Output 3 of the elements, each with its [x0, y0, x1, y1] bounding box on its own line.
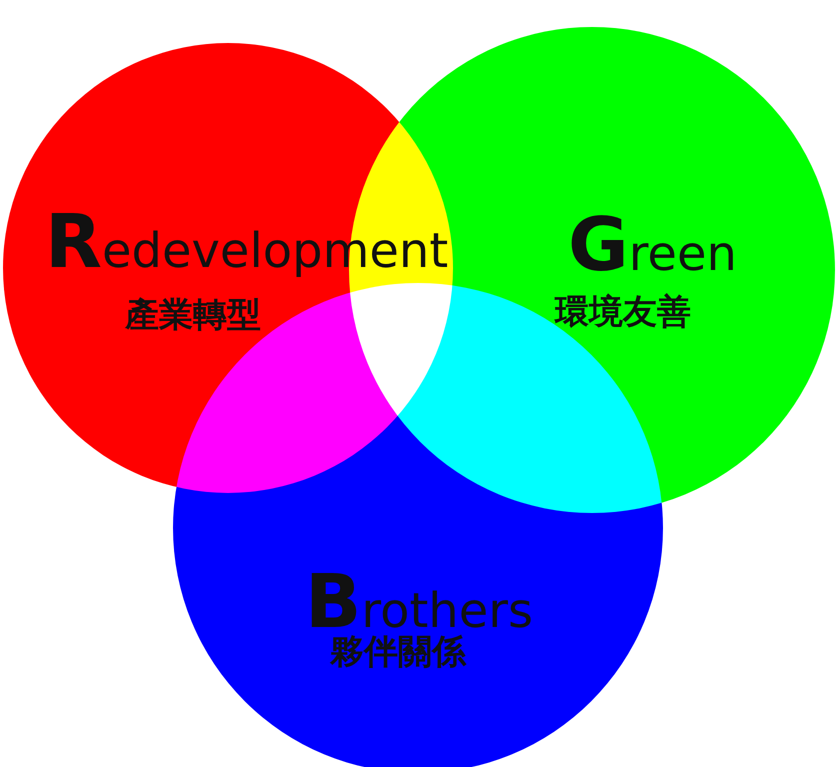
circle-title: Green: [568, 208, 737, 282]
circle-subtitle: 環境友善: [555, 295, 691, 329]
circle-subtitle: 產業轉型: [125, 298, 261, 332]
